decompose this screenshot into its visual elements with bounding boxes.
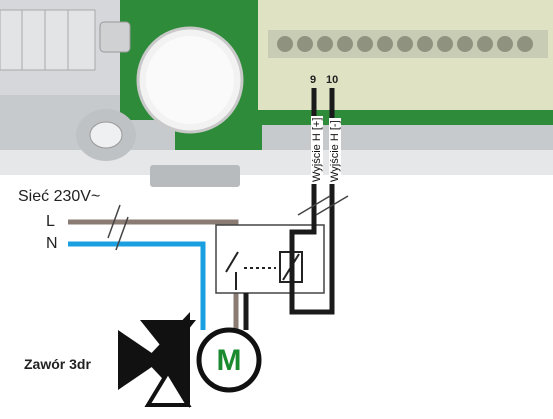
line-N-label: N bbox=[46, 235, 58, 252]
left-connectors bbox=[0, 9, 131, 71]
motor-label: M bbox=[216, 344, 242, 377]
output-cut-marks bbox=[297, 195, 349, 216]
three-way-valve bbox=[118, 312, 196, 408]
valve-label: Zawór 3dr bbox=[24, 356, 91, 372]
motor-circle bbox=[196, 327, 262, 393]
mains-label: Sieć 230V~ bbox=[18, 188, 101, 205]
terminal-screws bbox=[268, 30, 548, 58]
wire-output-9 bbox=[289, 88, 317, 315]
mains-cut-marks bbox=[107, 204, 129, 251]
wire-N bbox=[68, 241, 206, 330]
wire-L bbox=[68, 219, 239, 330]
output-minus-label: Wyjście H [-] bbox=[329, 118, 341, 184]
line-L-label: L bbox=[46, 213, 55, 230]
relay-module bbox=[215, 224, 325, 294]
potentiometer-knob bbox=[136, 26, 244, 134]
output-plus-label: Wyjście H [+] bbox=[311, 115, 323, 184]
housing-latch bbox=[150, 165, 240, 187]
mounting-hole bbox=[76, 109, 136, 161]
terminal-10-label: 10 bbox=[326, 74, 339, 86]
terminal-9-label: 9 bbox=[310, 74, 317, 86]
